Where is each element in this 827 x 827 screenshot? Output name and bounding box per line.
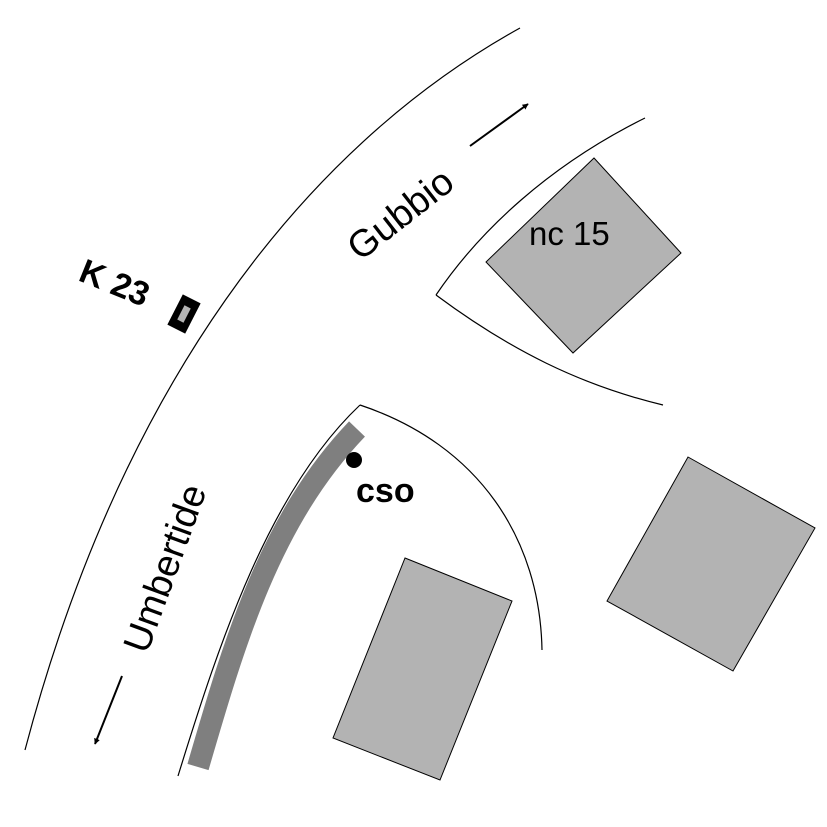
building-south [332, 557, 513, 781]
side-road-edge-south [435, 294, 664, 406]
kilometre-stone-icon [167, 294, 201, 334]
road-edge-outer [24, 27, 521, 751]
label-marker-code: K 23 [74, 252, 155, 314]
label-umbertide: Umbertide [116, 479, 215, 658]
label-building-number: nc 15 [529, 215, 610, 252]
side-road-edge-east [359, 404, 543, 651]
wall-bar [187, 421, 365, 771]
arrow-down-left-icon [94, 675, 123, 745]
dot-icon [346, 452, 362, 468]
building-east [606, 456, 816, 672]
side-road-edge-north [435, 117, 646, 296]
label-point-code: cso [356, 472, 415, 510]
label-gubbio: Gubbio [340, 161, 462, 270]
building-nc-15 [485, 157, 682, 354]
arrow-up-right-icon [469, 103, 529, 147]
road-edge-inner [177, 404, 361, 777]
